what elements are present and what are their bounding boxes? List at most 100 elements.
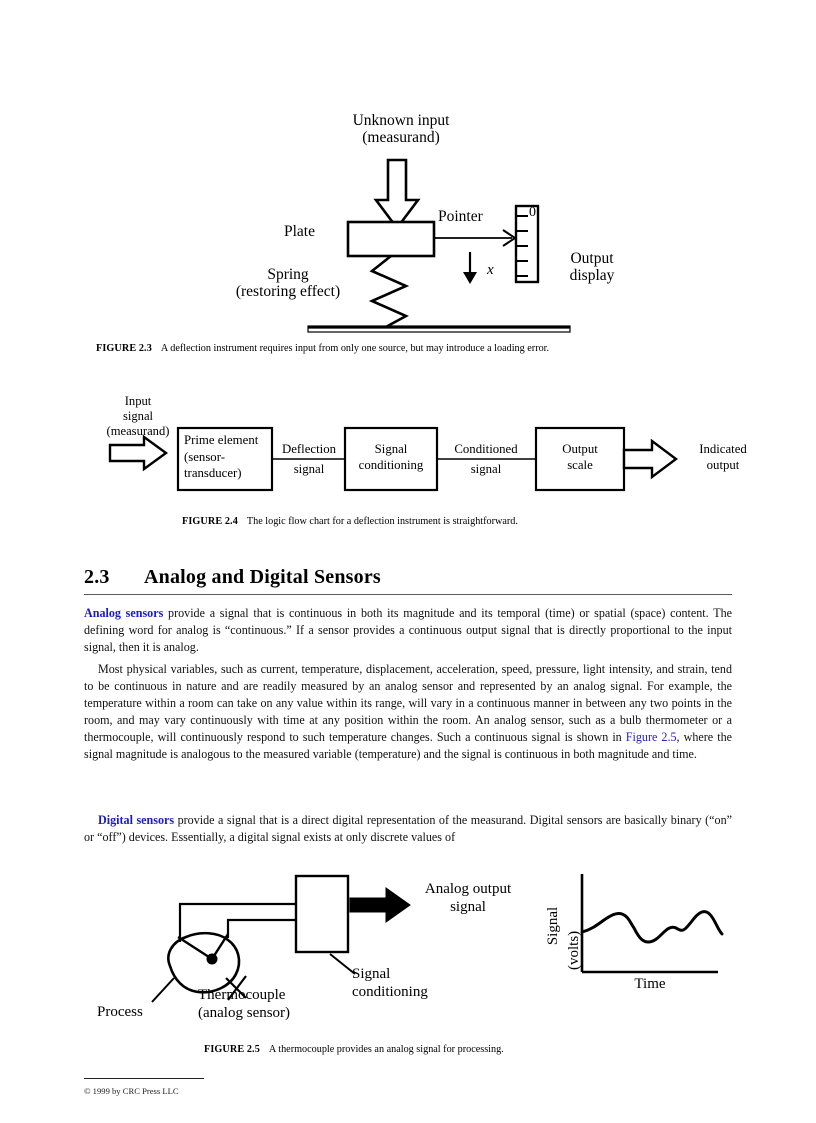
caption-2-5-text: A thermocouple provides an analog signal…	[268, 1044, 504, 1055]
figure-2-5-graphic	[151, 874, 724, 1003]
xref-figure-2-5[interactable]: Figure 2.5	[625, 730, 677, 745]
body-paragraph-1: Analog sensors provide a signal that is …	[84, 605, 732, 656]
caption-2-5-number: FIGURE 2.5	[204, 1044, 260, 1055]
ground-bar	[307, 325, 571, 333]
deflection-signal-line1: Deflection	[281, 442, 336, 456]
analog-output-arrow	[349, 887, 411, 923]
input-line2: signal	[122, 408, 154, 423]
signal-conditioning-line2: conditioning	[358, 458, 424, 473]
signal-conditioning-line1: Signal	[374, 442, 408, 456]
indicated-output-line1: Indicated	[699, 442, 747, 456]
deflection-arrow-head	[463, 272, 477, 284]
thermocouple-line2: (analog sensor)	[198, 1005, 291, 1022]
spring-zigzag	[368, 254, 414, 330]
section-number: 2.3	[84, 566, 110, 588]
label-output-display: Output display	[546, 250, 638, 285]
footer-rule	[84, 1078, 204, 1079]
conditioned-signal-line1: Conditioned	[454, 442, 518, 456]
block-prime-element	[176, 426, 274, 492]
term-analog-sensors: Analog sensors	[84, 606, 164, 620]
label-unknown-input: Unknown input (measurand)	[336, 112, 466, 147]
unknown-input-line1: Unknown input	[352, 112, 450, 129]
spring-line1: Spring	[267, 266, 309, 283]
output-display-box	[514, 204, 540, 284]
caption-2-3-number: FIGURE 2.3	[96, 343, 152, 354]
indicated-output-line2: output	[706, 458, 740, 473]
label-pointer: Pointer	[438, 208, 483, 225]
section-title: Analog and Digital Sensors	[144, 566, 381, 588]
prime-element-line3: transducer)	[184, 466, 242, 481]
body-paragraph-2: Most physical variables, such as current…	[84, 661, 732, 764]
output-scale-line2: scale	[567, 458, 593, 473]
section-heading: 2.3 Analog and Digital Sensors	[84, 566, 732, 595]
figure-2-5: Analog output signal Signal conditioning…	[0, 862, 816, 1032]
label-plate: Plate	[284, 223, 315, 240]
label-signal-conditioning: Signal conditioning	[345, 441, 437, 474]
paragraph-3-text: provide a signal that is a direct digita…	[84, 813, 732, 845]
label-prime-element: Prime element (sensor- transducer)	[184, 432, 258, 482]
deflection-signal-line2: signal	[293, 461, 325, 476]
label-deflection-signal: Deflection signal	[272, 440, 346, 480]
figure-2-3-graphic	[307, 158, 571, 333]
leader-signal-conditioning	[329, 953, 356, 975]
signal-cond-line2: conditioning	[352, 984, 428, 1001]
y-axis-line2: (volts)	[566, 930, 582, 970]
label-indicated-output: Indicated output	[680, 441, 766, 474]
wire-upper	[178, 902, 297, 942]
label-process: Process	[97, 1004, 143, 1020]
label-spring: Spring (restoring effect)	[205, 266, 371, 301]
caption-figure-2-5: FIGURE 2.5 A thermocouple provides an ana…	[204, 1044, 504, 1055]
analog-signal-waveform	[580, 910, 724, 944]
section-rule	[84, 594, 732, 595]
thermocouple-lead-a	[177, 935, 213, 961]
prime-element-line1: Prime element	[184, 433, 259, 447]
prime-element-line2: (sensor-	[184, 449, 225, 464]
plot-y-axis-label-2: (volts)	[566, 931, 583, 970]
process-blob	[167, 931, 241, 994]
conditioned-signal-line2: signal	[470, 461, 502, 476]
plate-box	[346, 220, 436, 258]
paragraph-2-text-a: Most physical variables, such as current…	[84, 662, 732, 745]
y-axis-line1: Signal	[545, 906, 561, 946]
caption-figure-2-4: FIGURE 2.4 The logic flow chart for a def…	[182, 516, 518, 527]
footer-copyright: © 1999 by CRC Press LLC	[84, 1086, 179, 1096]
unknown-input-line2: (measurand)	[362, 129, 440, 147]
label-signal-conditioning-2-5: Signal conditioning	[352, 965, 428, 1002]
figure-2-4-graphic	[108, 426, 678, 492]
thermocouple-line1: Thermocouple	[198, 987, 286, 1003]
output-arrow	[622, 438, 678, 480]
label-input-signal: Input signal (measurand)	[88, 394, 188, 439]
label-scale-zero: 0	[529, 205, 536, 220]
label-conditioned-signal: Conditioned signal	[440, 440, 532, 480]
caption-2-4-text: The logic flow chart for a deflection in…	[246, 516, 518, 527]
analog-output-line2: signal	[450, 899, 486, 916]
plot-y-axis-label: Signal	[545, 886, 562, 966]
label-x-variable: x	[487, 262, 494, 278]
body-paragraph-3: Digital sensors provide a signal that is…	[84, 812, 732, 846]
spring-line2: (restoring effect)	[235, 283, 341, 301]
input-arrow	[108, 434, 169, 472]
leader-process	[151, 977, 175, 1003]
paragraph-2-text-b: , where the signal magnitude is analogou…	[84, 730, 732, 762]
output-display-line1: Output	[570, 250, 614, 267]
output-display-line2: display	[569, 267, 615, 285]
leader-thermocouple-cross	[227, 975, 247, 1001]
caption-2-3-text: A deflection instrument requires input f…	[160, 343, 550, 354]
signal-conditioning-box	[294, 874, 350, 954]
input-line3: (measurand)	[106, 423, 170, 438]
caption-figure-2-3: FIGURE 2.3 A deflection instrument requir…	[96, 343, 549, 354]
unknown-input-arrow	[373, 158, 421, 231]
signal-cond-line1: Signal	[352, 966, 391, 982]
figure-2-3: Unknown input (measurand) Plate Pointer …	[0, 100, 816, 340]
caption-2-4-number: FIGURE 2.4	[182, 516, 238, 527]
thermocouple-junction	[206, 953, 218, 965]
label-output-scale: Output scale	[536, 441, 624, 474]
plot-x-axis-label: Time	[634, 976, 666, 992]
label-thermocouple: Thermocouple (analog sensor)	[198, 986, 290, 1023]
term-digital-sensors: Digital sensors	[98, 813, 175, 827]
figure-2-4: Input signal (measurand) Prime element (…	[0, 392, 816, 508]
label-analog-output: Analog output signal	[404, 880, 532, 917]
analog-output-line1: Analog output	[424, 881, 512, 897]
output-scale-line1: Output	[562, 442, 598, 456]
